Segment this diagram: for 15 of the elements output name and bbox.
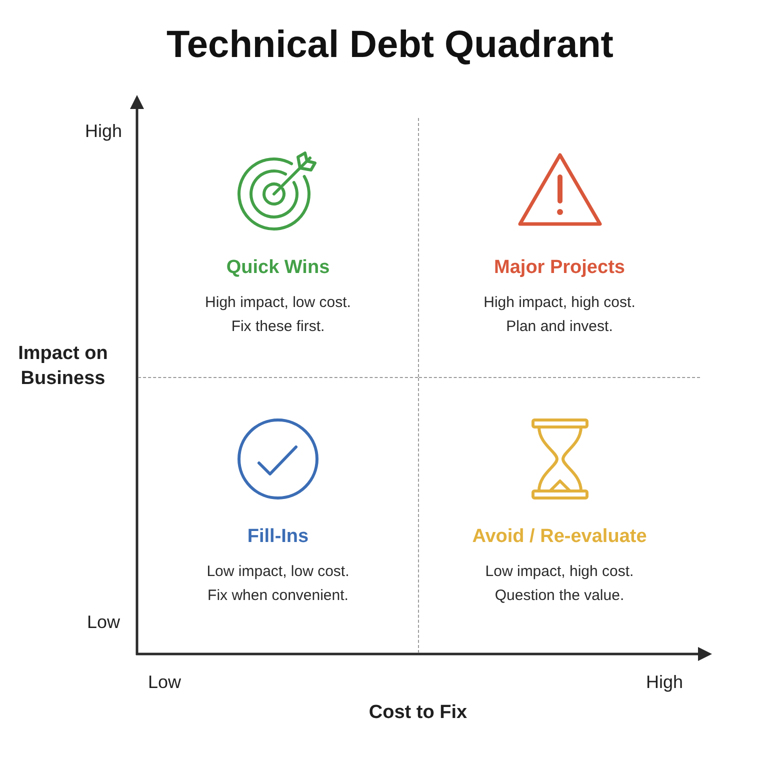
quadrant-description: High impact, high cost. Plan and invest. — [482, 293, 636, 337]
quadrant-description: Low impact, high cost. Question the value. — [484, 562, 635, 606]
axis-title: Cost to Fix — [368, 701, 468, 725]
diagram-title: Technical Debt Quadrant — [166, 23, 614, 68]
axis-label: High — [646, 671, 684, 694]
quadrant-description: Low impact, low cost. Fix when convenient. — [206, 562, 350, 606]
axis-label: High — [84, 120, 122, 143]
quadrant-title: Avoid / Re-evaluate — [472, 525, 647, 549]
quadrant-description: High impact, low cost. Fix these first. — [204, 293, 352, 337]
quadrant-title: Major Projects — [494, 256, 625, 280]
quadrant-title: Quick Wins — [226, 256, 330, 280]
axis-label: Low — [148, 671, 182, 694]
axis-label: Low — [86, 611, 120, 634]
quadrant-title: Fill-Ins — [247, 525, 309, 549]
axis-title: Impact on Business — [17, 342, 109, 391]
